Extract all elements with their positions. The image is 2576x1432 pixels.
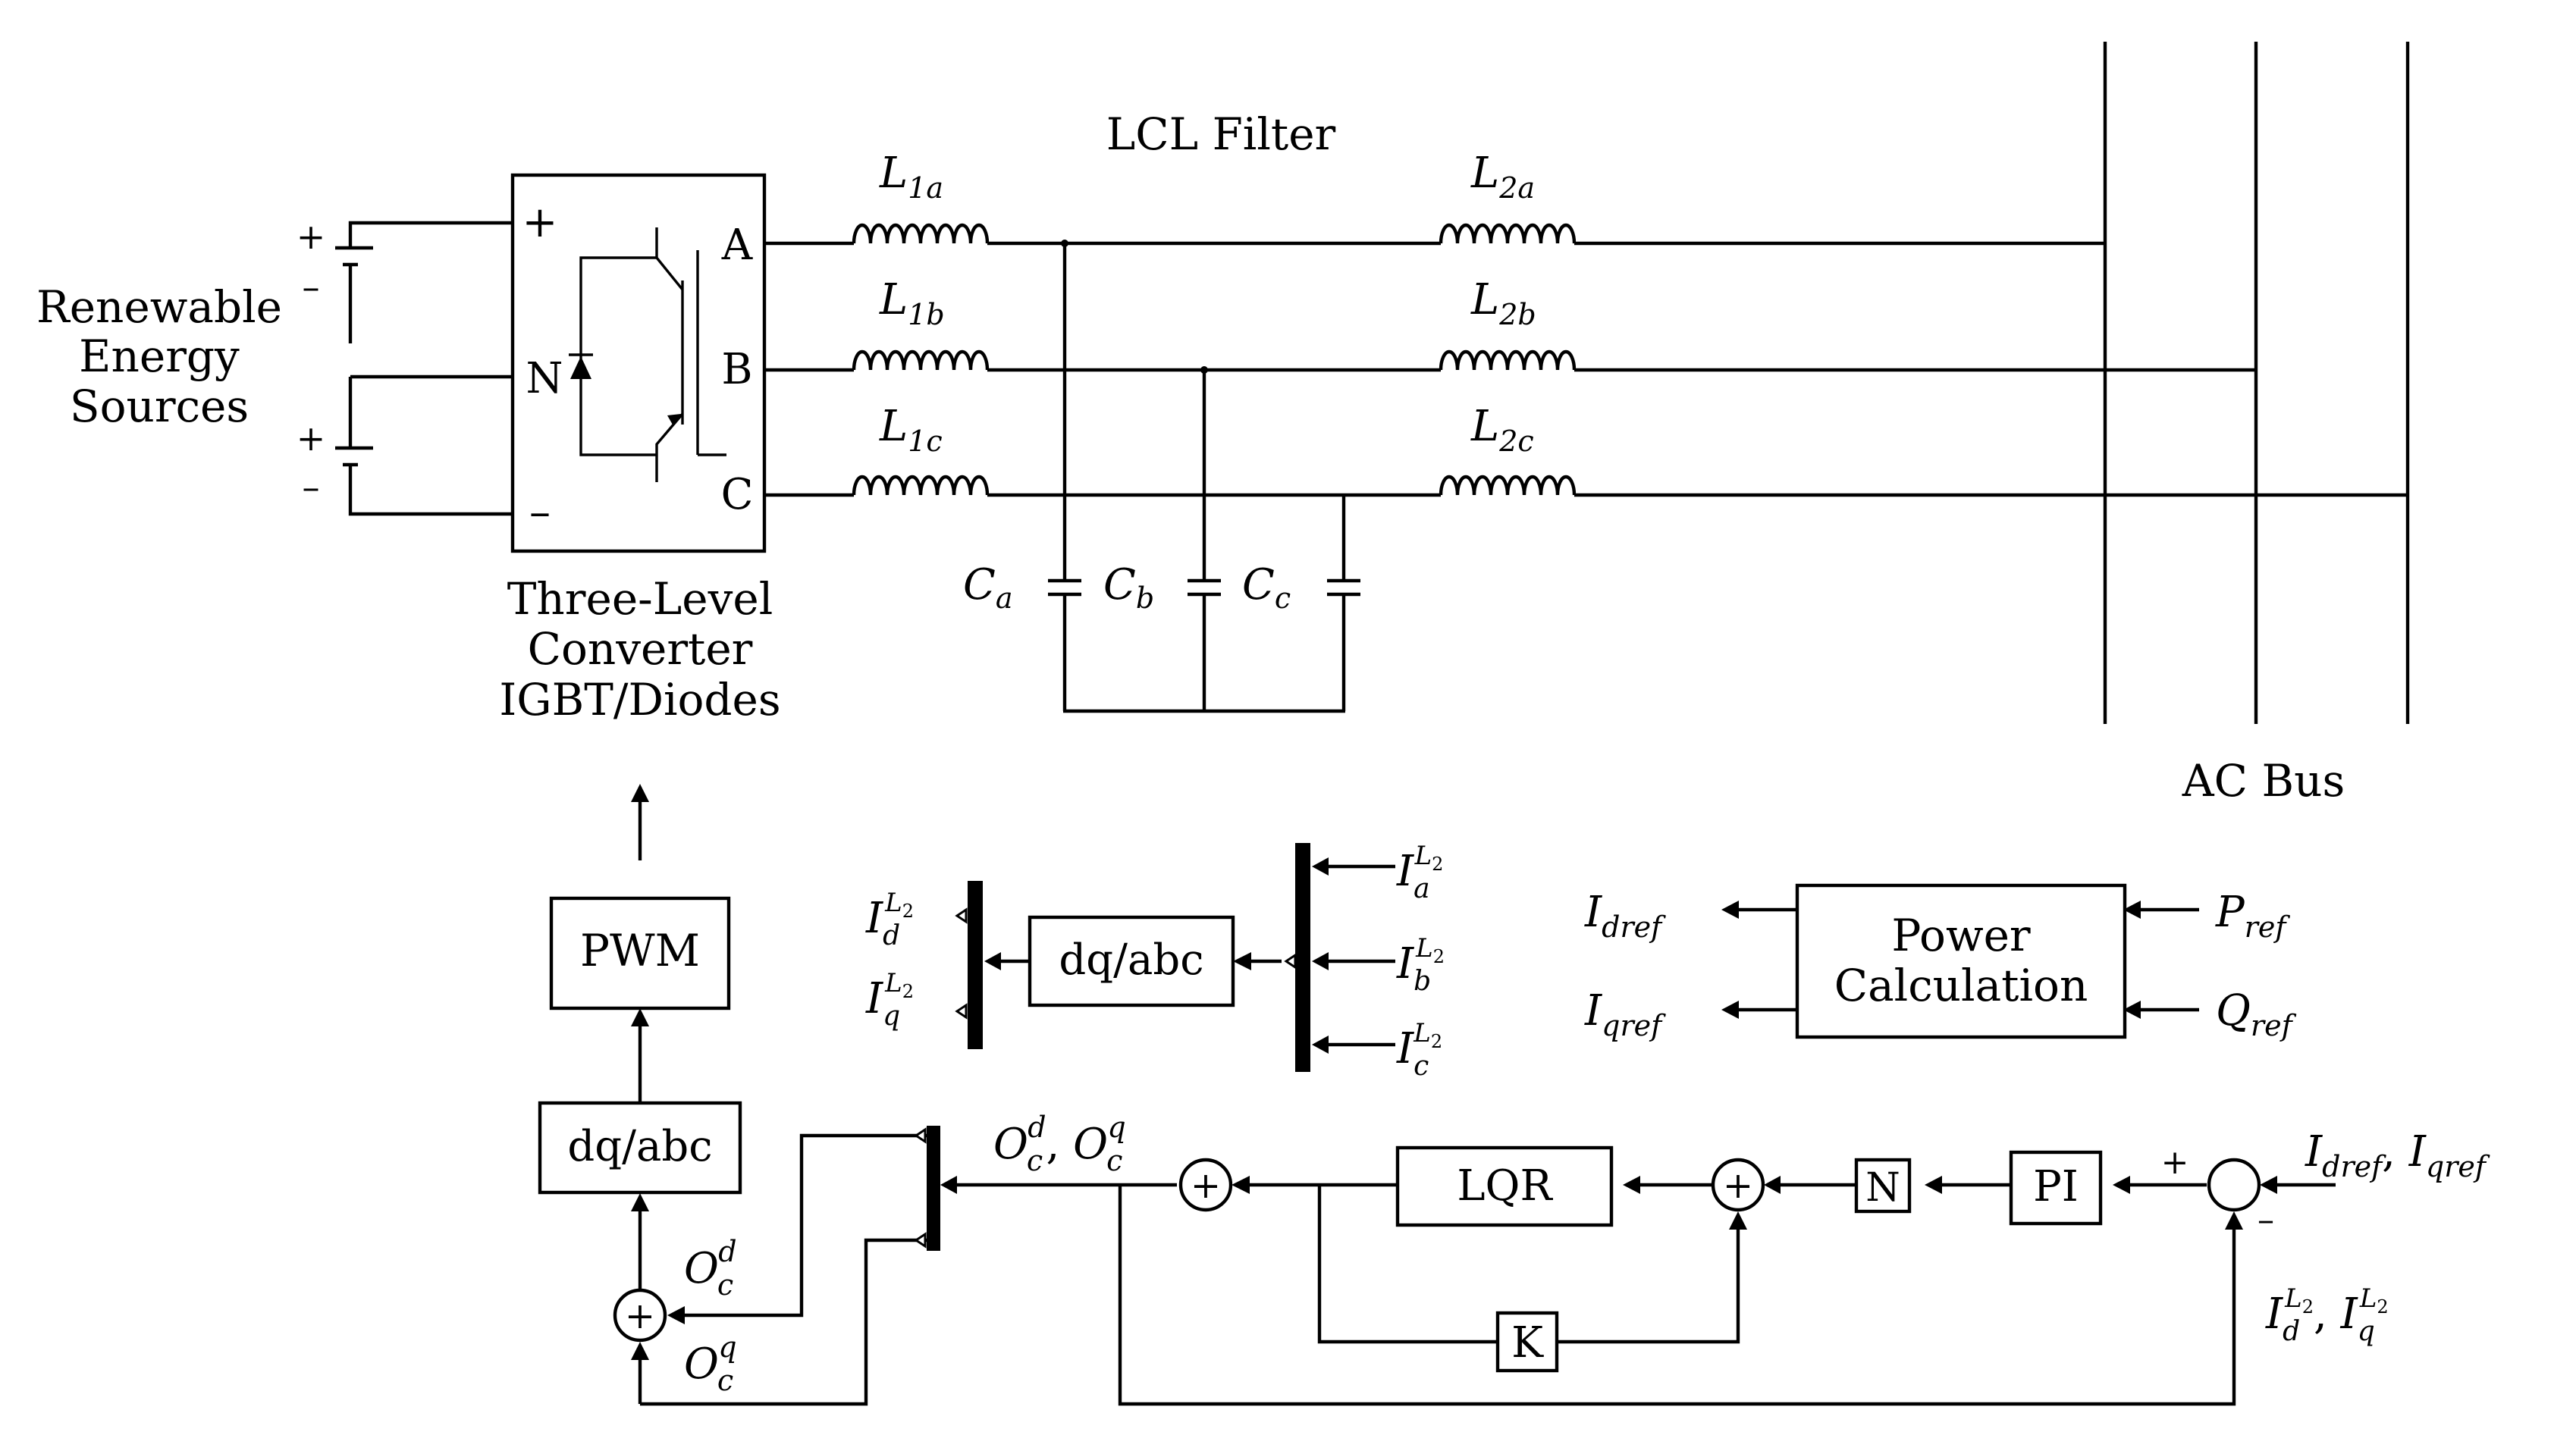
battery-bottom-minus: –	[303, 466, 320, 507]
converter-terminal-b: B	[721, 345, 752, 394]
signal-ib-l2: IbL2	[1396, 933, 1445, 997]
source-label-line1: Renewable	[36, 281, 282, 333]
iabc-mux-bar	[1295, 843, 1310, 1072]
converter-label-line1: Three-Level	[507, 573, 773, 625]
dq-abc-output-label: dq/abc	[567, 1122, 712, 1171]
ac-bus-label: AC Bus	[2182, 755, 2345, 807]
inductor-label-l1a: L1a	[879, 149, 943, 205]
converter-terminal-n: N	[526, 354, 563, 403]
n-block: N	[1854, 1158, 1912, 1214]
pwm-label: PWM	[580, 925, 700, 976]
inductor-label-l1b: L1b	[879, 275, 945, 331]
converter-label-line2: Converter	[528, 623, 753, 675]
source-label-line2: Energy	[79, 331, 240, 382]
battery-top-plus: +	[297, 216, 326, 257]
signal-idref-out: Idref	[1584, 888, 1666, 944]
pi-block: PI	[2009, 1150, 2103, 1226]
lcl-filter-label: LCL Filter	[1106, 108, 1336, 160]
battery-top-minus: –	[303, 266, 320, 307]
igbt-diode-icon	[569, 227, 726, 482]
inductor-label-l1c: L1c	[879, 402, 943, 458]
dq-abc-output-block: dq/abc	[538, 1101, 742, 1195]
inductor-label-l2b: L2b	[1470, 275, 1536, 331]
pwm-block: PWM	[549, 896, 731, 1011]
converter-terminal-c: C	[721, 470, 754, 519]
lqr-summer: +	[1178, 1158, 1233, 1212]
converter-label-line3: IGBT/Diodes	[499, 674, 780, 725]
signal-pref: Pref	[2215, 888, 2290, 944]
lqr-summer-symbol: +	[1191, 1164, 1221, 1207]
inductor-label-l2c: L2c	[1470, 402, 1534, 458]
pi-label: PI	[2033, 1162, 2079, 1211]
signal-qref: Qref	[2216, 986, 2297, 1042]
lqr-label: LQR	[1457, 1161, 1553, 1211]
phase-wires	[764, 223, 2408, 497]
source-label-line3: Sources	[70, 381, 249, 432]
n-label: N	[1865, 1165, 1900, 1211]
ac-bus: AC Bus	[2103, 42, 2410, 807]
dq-abc-measurement-block: dq/abc	[1028, 915, 1235, 1007]
signal-idref-iqref: Idref, Iqref	[2305, 1127, 2490, 1183]
error-summer-minus: –	[2258, 1201, 2274, 1239]
dq-abc-measurement-label: dq/abc	[1059, 935, 1203, 985]
converter-terminal-a: A	[721, 221, 753, 270]
error-summer: + –	[2161, 1143, 2274, 1239]
signal-feedback-idq-l2: IdL2, IqL2	[2265, 1283, 2389, 1347]
power-calc-line2: Calculation	[1834, 960, 2088, 1011]
signal-ocd-left: Ocd	[684, 1235, 737, 1302]
signal-ic-l2: IcL2	[1396, 1018, 1442, 1082]
inductor-label-l2a: L2a	[1470, 149, 1535, 205]
dc-sources: + – + –	[297, 216, 513, 516]
converter-terminal-minus: –	[529, 487, 551, 537]
capacitor-labels: Ca Cb Cc	[963, 560, 1291, 615]
k-label: K	[1511, 1318, 1544, 1368]
output-summer: +	[613, 1288, 667, 1343]
converter-terminal-plus: +	[522, 198, 558, 247]
error-summer-plus: +	[2161, 1143, 2189, 1182]
capacitor-label-cc: Cc	[1242, 560, 1291, 615]
power-calculation-block: Power Calculation	[1795, 883, 2127, 1039]
power-calc-line1: Power	[1891, 910, 2031, 961]
signal-id-l2: IdL2	[865, 888, 914, 951]
k-block: K	[1495, 1311, 1559, 1373]
lqr-block: LQR	[1395, 1145, 1614, 1227]
signal-iqref-out: Iqref	[1584, 986, 1666, 1042]
signal-ia-l2: IaL2	[1396, 841, 1443, 904]
capacitor-branches	[1048, 240, 1360, 713]
signal-ocq-left: Ocq	[684, 1330, 737, 1397]
output-summer-symbol: +	[625, 1295, 655, 1337]
signal-ocd-ocq: Ocd, Ocq	[993, 1111, 1126, 1177]
idq-mux-bar	[968, 881, 983, 1049]
renewable-sources-label: Renewable Energy Sources	[36, 281, 282, 432]
signal-iq-l2: IqL2	[865, 968, 914, 1032]
converter-label: Three-Level Converter IGBT/Diodes	[499, 573, 780, 725]
battery-bottom-plus: +	[297, 418, 326, 459]
state-summer-symbol: +	[1723, 1164, 1753, 1207]
inductor-labels: L1a L1b L1c L2a L2b L2c	[879, 149, 1536, 458]
capacitor-label-cb: Cb	[1103, 560, 1154, 615]
state-summer: +	[1711, 1158, 1765, 1212]
three-level-converter: + N – A B C	[510, 173, 767, 553]
output-demux-bar	[927, 1126, 940, 1251]
capacitor-label-ca: Ca	[963, 560, 1013, 615]
